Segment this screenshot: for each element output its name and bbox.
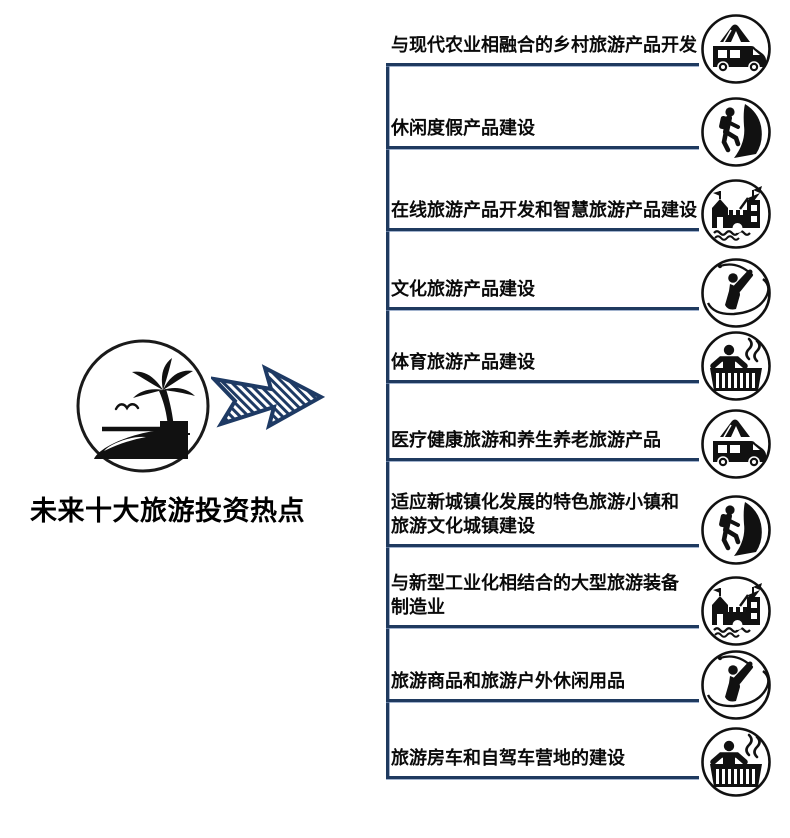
bracket-spine: [386, 63, 389, 779]
list-item: 在线旅游产品开发和智慧旅游产品建设: [386, 173, 790, 231]
arrow-right-icon: [211, 364, 325, 431]
connector-line: [386, 625, 699, 628]
hot-tub-spa-icon: [700, 726, 772, 798]
golfer-icon: [700, 649, 772, 721]
list-item: 体育旅游产品建设: [386, 325, 790, 383]
list-item: 与新型工业化相结合的大型旅游装备 制造业: [386, 570, 790, 628]
list-item-label: 适应新城镇化发展的特色旅游小镇和 旅游文化城镇建设: [391, 492, 679, 536]
diagram-title: 未来十大旅游投资热点: [30, 496, 305, 526]
list-item: 休闲度假产品建设: [386, 91, 790, 149]
list-item-label: 与新型工业化相结合的大型旅游装备 制造业: [391, 573, 679, 617]
beach-palm-circle-icon: [76, 339, 210, 473]
connector-line: [386, 776, 699, 779]
list-item: 旅游商品和旅游户外休闲用品: [386, 644, 790, 702]
list-item: 文化旅游产品建设: [386, 252, 790, 310]
list-item: 适应新城镇化发展的特色旅游小镇和 旅游文化城镇建设: [386, 489, 790, 547]
camper-tent-icon: [700, 13, 772, 85]
connector-line: [386, 458, 699, 461]
hiker-icon: [700, 96, 772, 168]
list-item: 旅游房车和自驾车营地的建设: [386, 721, 790, 779]
connector-line: [386, 380, 699, 383]
hiker-icon: [700, 494, 772, 566]
connector-line: [386, 63, 699, 66]
golfer-icon: [700, 257, 772, 329]
castle-waterfront-icon: [700, 178, 772, 250]
connector-line: [386, 228, 699, 231]
connector-line: [386, 544, 699, 547]
list-item-label: 医疗健康旅游和养生养老旅游产品: [391, 430, 661, 450]
camper-tent-icon: [700, 408, 772, 480]
list-item: 与现代农业相融合的乡村旅游产品开发: [386, 8, 790, 66]
castle-waterfront-icon: [700, 575, 772, 647]
connector-line: [386, 146, 699, 149]
list-item-label: 与现代农业相融合的乡村旅游产品开发: [391, 35, 697, 55]
list-item-label: 在线旅游产品开发和智慧旅游产品建设: [391, 200, 697, 220]
connector-line: [386, 307, 699, 310]
hot-tub-spa-icon: [700, 330, 772, 402]
connector-line: [386, 699, 699, 702]
list-item-label: 旅游商品和旅游户外休闲用品: [391, 671, 625, 691]
list-item-label: 休闲度假产品建设: [391, 118, 535, 138]
list-item-label: 体育旅游产品建设: [391, 352, 535, 372]
list-item: 医疗健康旅游和养生养老旅游产品: [386, 403, 790, 461]
list-item-label: 文化旅游产品建设: [391, 279, 535, 299]
list-item-label: 旅游房车和自驾车营地的建设: [391, 748, 625, 768]
